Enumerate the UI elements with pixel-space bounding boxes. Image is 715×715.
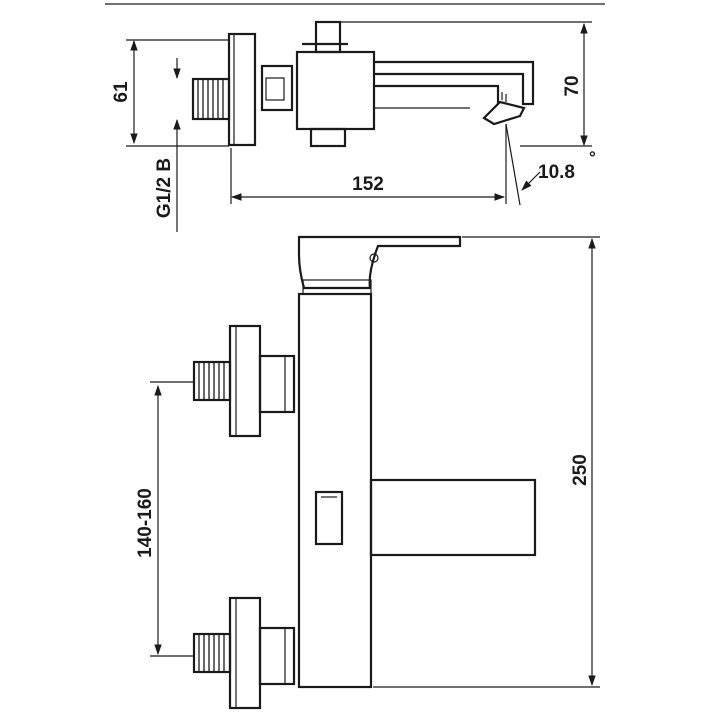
dim-angle-label: 10.8: [538, 162, 575, 183]
dim-70-label: 70: [562, 75, 583, 96]
front-lower-connection: [192, 596, 296, 710]
front-lever-handle: [297, 235, 462, 290]
side-mixer-body: [295, 50, 376, 131]
side-threaded-inlet: [191, 77, 231, 121]
side-wall-flange: [227, 32, 257, 147]
dim-152-label: 152: [352, 174, 384, 195]
side-diverter-knob: [314, 20, 342, 54]
thread-size-label: G1/2 B: [154, 158, 175, 218]
dim-61-label: 61: [111, 81, 132, 103]
side-view: 61 G1/2 B 70 152 10.8 °: [111, 20, 596, 232]
front-spout: [369, 478, 537, 557]
side-aerator: [482, 92, 526, 126]
dim-140-160-label: 140-160: [135, 488, 156, 558]
front-diverter-button: [314, 490, 344, 546]
dim-250-label: 250: [570, 454, 591, 486]
front-upper-connection: [192, 324, 296, 438]
side-spout: [374, 60, 535, 106]
side-connector-nut: [260, 64, 294, 112]
dim-angle-unit: °: [589, 148, 596, 167]
front-mixer-body: [297, 292, 373, 689]
front-view: 140-160 250: [135, 235, 600, 710]
